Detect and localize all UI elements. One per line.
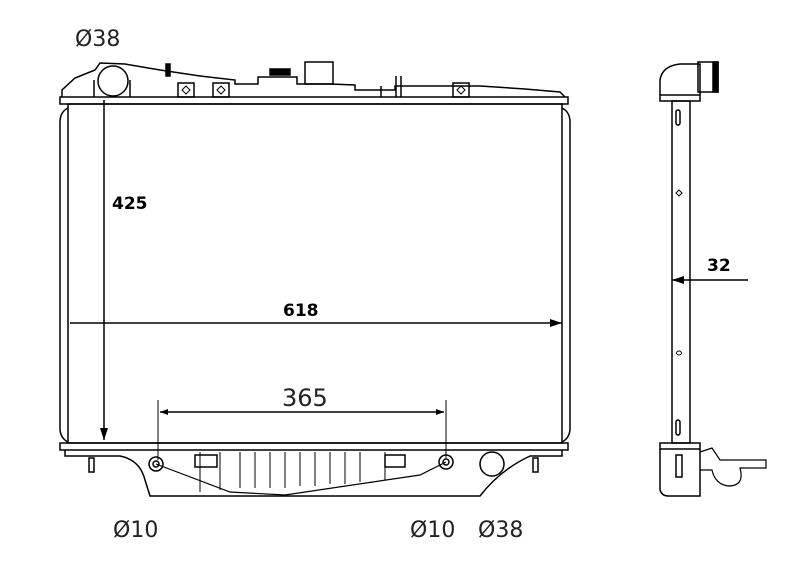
side-view	[659, 61, 767, 497]
bottom-tank	[64, 450, 563, 497]
bottom-outlet-diameter-label: Ø38	[478, 518, 524, 543]
bottom-outlet	[479, 451, 505, 477]
top-inlet-diameter-label: Ø38	[75, 27, 121, 52]
bottom-right-fitting-label: Ø10	[410, 518, 456, 543]
top-tank	[59, 61, 569, 105]
radiator-core	[59, 103, 571, 451]
thickness-dimension-label: 32	[707, 256, 731, 276]
mount-spacing-label: 365	[282, 384, 328, 412]
height-dimension-label: 425	[112, 194, 148, 214]
filler-cap	[304, 61, 334, 85]
bottom-header-plate	[59, 442, 569, 451]
width-dimension-label: 618	[283, 301, 319, 321]
bottom-left-fitting-label: Ø10	[113, 518, 159, 543]
top-header-plate	[59, 96, 569, 105]
